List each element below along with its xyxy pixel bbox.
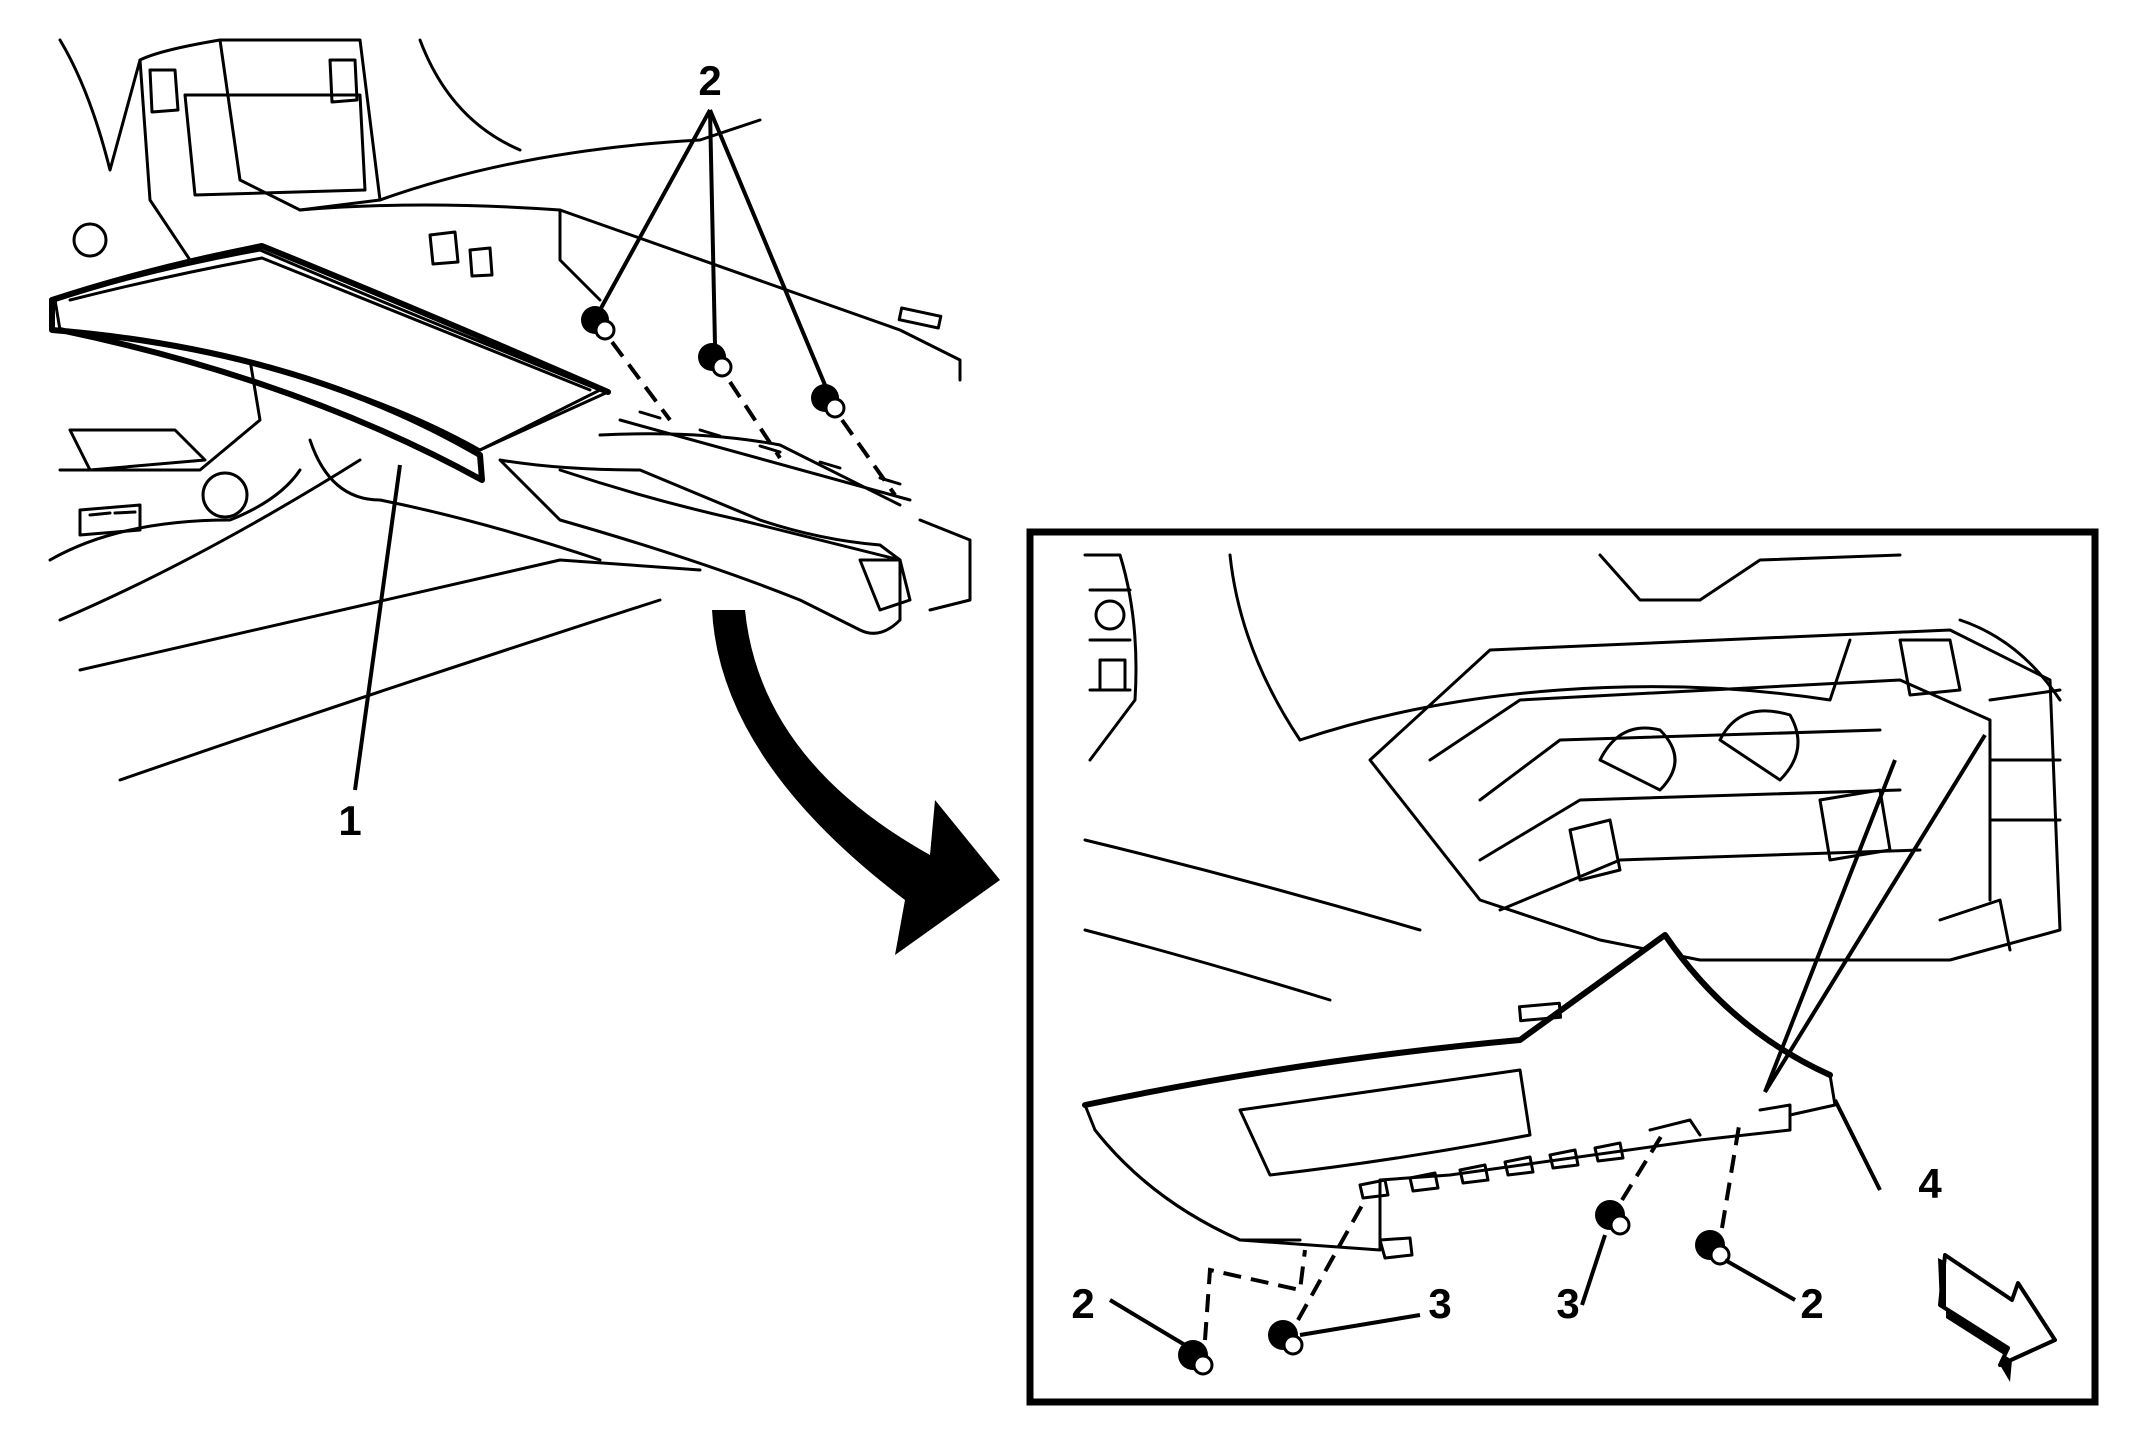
callout-3-inset-left: 3 [1428,1280,1451,1327]
callout-2-inset-right: 2 [1800,1280,1823,1327]
bolt-icon [581,306,616,341]
instrument-panel-view: 2 1 [48,38,972,844]
callout-3-inset-right: 3 [1556,1280,1579,1327]
callout-1: 1 [338,797,361,844]
bolt-icon [1178,1340,1214,1376]
callout-4: 4 [1918,1160,1942,1207]
bolt-icon [811,384,846,419]
inset-detail-view: 4 2 3 3 2 [1026,528,2099,1406]
callout-2-top: 2 [698,57,721,104]
forward-arrow-icon [1938,1253,2057,1382]
curved-arrow-icon [712,610,1000,955]
callout-2-inset-left: 2 [1071,1280,1094,1327]
bolt-icon [1595,1200,1631,1236]
bolt-icon [1268,1320,1304,1356]
bolt-icon [1695,1230,1731,1266]
bolt-icon [698,343,733,378]
